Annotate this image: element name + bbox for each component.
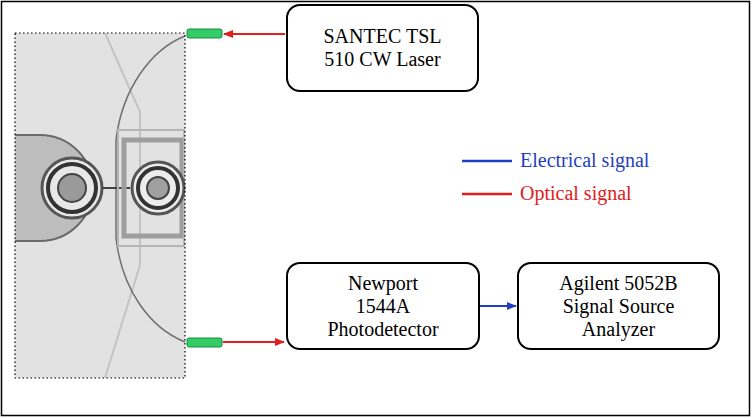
- grating-coupler: [187, 29, 222, 38]
- legend-line-electrical: [462, 160, 512, 163]
- optical-arrow: [223, 341, 284, 343]
- instrument-box: SANTEC TSL 510 CW Laser: [286, 4, 479, 92]
- legend-label: Optical signal: [520, 182, 632, 205]
- box-label: Newport 1544A Photodetector: [321, 272, 446, 341]
- optical-arrow: [224, 33, 285, 35]
- box-content: Newport 1544A Photodetector: [321, 272, 446, 341]
- instrument-box: Newport 1544A Photodetector: [286, 262, 480, 350]
- box-content: Agilent 5052B Signal Source Analyzer: [549, 272, 689, 341]
- box-label: SANTEC TSL 510 CW Laser: [313, 25, 453, 71]
- box-content: SANTEC TSL 510 CW Laser: [313, 25, 453, 71]
- legend-label: Electrical signal: [520, 149, 649, 172]
- electrical-arrow: [480, 305, 516, 307]
- grating-coupler: [187, 338, 222, 347]
- device-image: [15, 33, 185, 378]
- box-label: Agilent 5052B Signal Source Analyzer: [549, 272, 689, 341]
- instrument-box: Agilent 5052B Signal Source Analyzer: [517, 262, 720, 350]
- legend-line-optical: [462, 193, 512, 196]
